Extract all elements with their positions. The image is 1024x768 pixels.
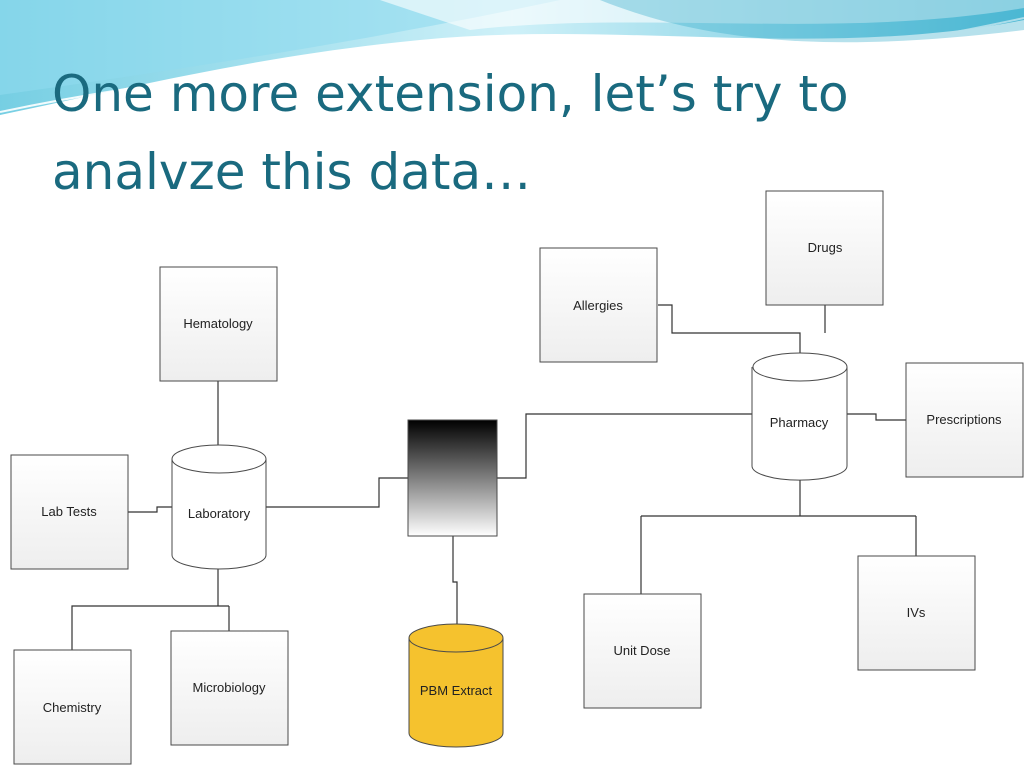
chemistry-label: Chemistry — [43, 700, 102, 715]
lab-tests-box: Lab Tests — [10, 454, 129, 570]
laboratory-label: Laboratory — [188, 506, 251, 521]
connector-labtests-laboratory — [128, 506, 172, 513]
unit-dose-label: Unit Dose — [613, 643, 670, 658]
allergies-box: Allergies — [539, 247, 658, 363]
microbiology-box: Microbiology — [170, 630, 289, 746]
slide-title-line-2: analvze this data… — [52, 143, 532, 201]
slide-title-line-1: One more extension, let’s try to — [52, 65, 849, 123]
header-wave-decoration — [0, 0, 1024, 115]
central-hub-box — [407, 419, 498, 537]
connector-laboratory-chemistry — [71, 605, 229, 650]
connector-allergies-pharmacy — [658, 304, 801, 355]
connector-hub-extract — [452, 536, 458, 626]
allergies-label: Allergies — [573, 298, 623, 313]
ivs-label: IVs — [907, 605, 926, 620]
connector-hub-pharmacy — [497, 413, 752, 479]
unit-dose-box: Unit Dose — [583, 593, 702, 709]
chemistry-box: Chemistry — [13, 649, 132, 765]
laboratory-database: Laboratory — [171, 444, 267, 570]
microbiology-label: Microbiology — [193, 680, 266, 695]
pharmacy-database: Pharmacy — [751, 352, 848, 481]
hematology-label: Hematology — [183, 316, 253, 331]
connector-pharmacy-prescriptions — [847, 413, 906, 421]
drugs-box: Drugs — [765, 190, 884, 306]
connector-laboratory-hub — [266, 477, 408, 508]
ivs-box: IVs — [857, 555, 976, 671]
prescriptions-box: Prescriptions — [905, 362, 1024, 478]
lab-tests-label: Lab Tests — [41, 504, 97, 519]
pbm-extract-label: PBM Extract — [420, 683, 493, 698]
hematology-box: Hematology — [159, 266, 278, 382]
connectors — [71, 304, 917, 650]
prescriptions-label: Prescriptions — [926, 412, 1002, 427]
pbm-extract-database: PBM Extract — [408, 623, 504, 748]
drugs-label: Drugs — [808, 240, 843, 255]
pharmacy-label: Pharmacy — [770, 415, 829, 430]
